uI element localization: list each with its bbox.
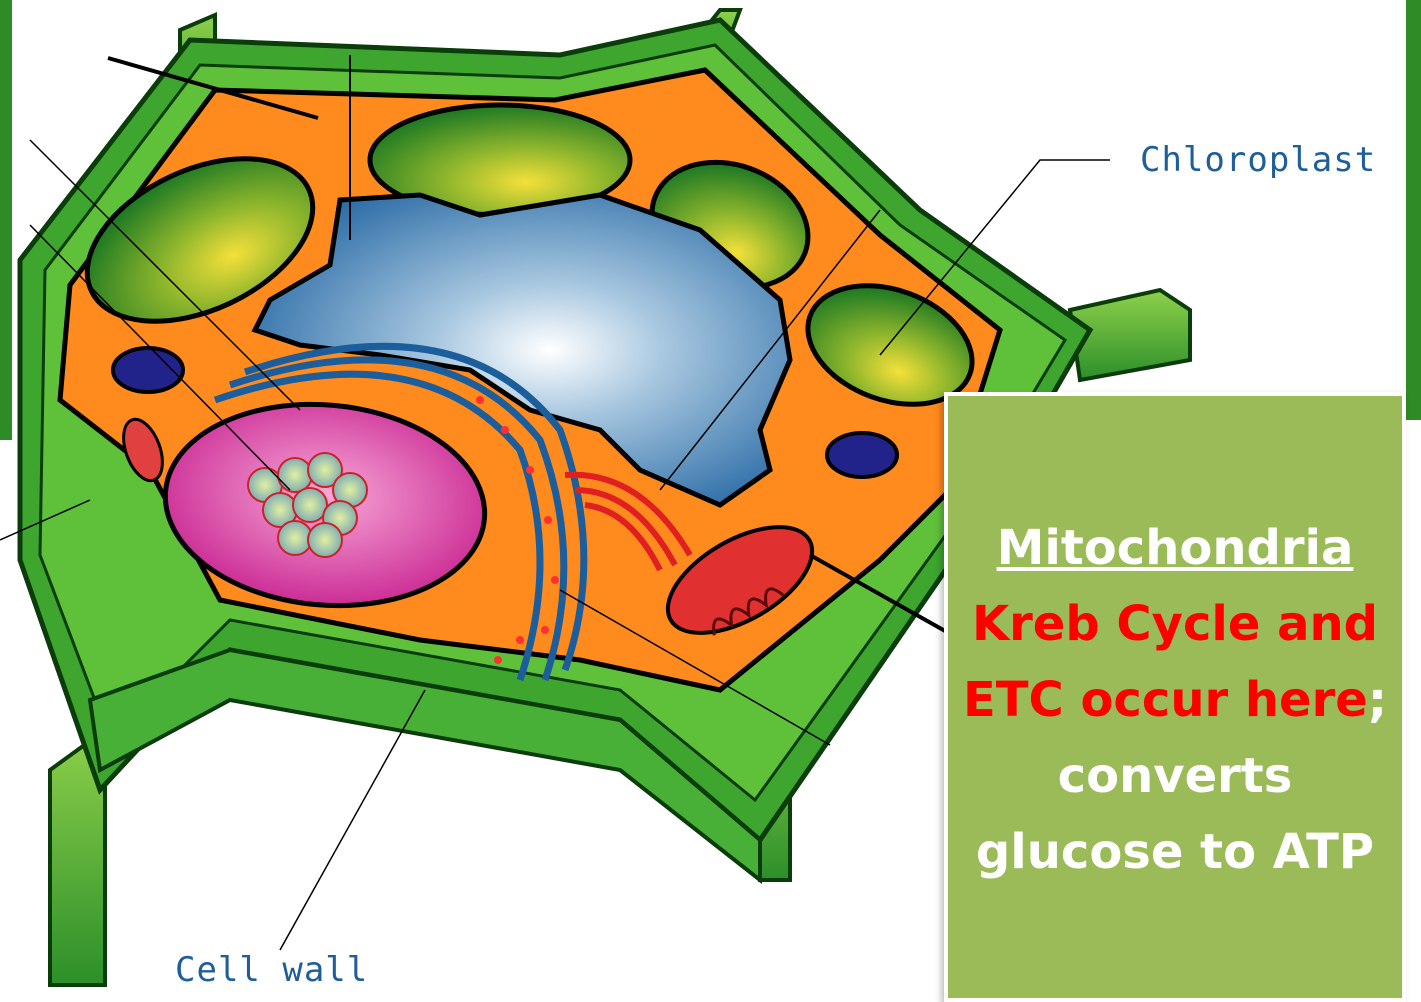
small-plastid-right [827,433,897,477]
mitochondria-callout: Mitochondria Kreb Cycle and ETC occur he… [944,392,1406,1002]
callout-title: Mitochondria [948,510,1402,586]
callout-punctuation: ; [1368,672,1387,728]
chloroplast-label: Chloroplast [1140,140,1376,180]
callout-description: converts glucose to ATP [976,748,1374,880]
callout-highlight: Kreb Cycle and ETC occur here [963,596,1378,728]
cell-wall-label: Cell wall [175,950,368,990]
